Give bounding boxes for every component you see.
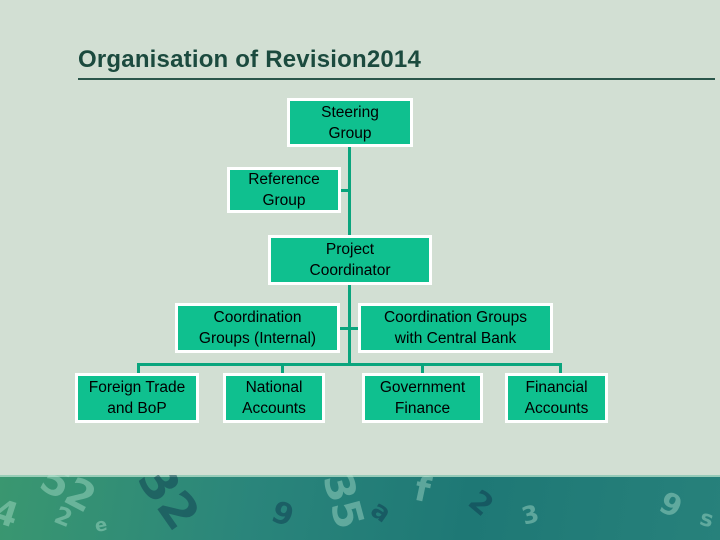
node-label: Finance (394, 400, 451, 417)
texture-glyph: a (364, 494, 397, 530)
node-label: Group (328, 124, 372, 142)
connector-drop-national (281, 366, 284, 374)
texture-glyph: f (411, 475, 434, 512)
title-underline (78, 78, 715, 80)
org-node-coordination-groups-central-bank: Coordination Groups with Central Bank (358, 303, 553, 353)
node-label: Group (262, 192, 306, 209)
org-node-coordination-groups-internal: Coordination Groups (Internal) (175, 303, 340, 353)
connector-reference-stub (341, 189, 349, 192)
node-label: National (245, 379, 303, 396)
page-title: Organisation of Revision2014 (78, 46, 422, 73)
node-label: and BoP (107, 400, 167, 417)
connector-coordination-stub (340, 327, 358, 330)
node-label: Coordinator (309, 262, 391, 279)
org-node-foreign-trade-bop: Foreign Trade and BoP (75, 373, 199, 423)
node-label: Foreign Trade (88, 379, 186, 396)
node-label: Financial (525, 379, 588, 396)
node-label: Reference (248, 171, 320, 188)
connector-bottom-horizontal (137, 363, 562, 366)
texture-glyph: 9 (653, 485, 688, 526)
texture-glyph: 3 (518, 499, 543, 531)
org-node-project-coordinator: Project Coordinator (268, 235, 432, 285)
org-node-reference-group: Reference Group (227, 167, 341, 213)
node-label: Coordination Groups (383, 309, 528, 326)
connector-drop-foreign-trade (137, 366, 140, 374)
footer-band-topline (0, 475, 720, 477)
org-node-steering-group: Steering Group (287, 98, 413, 147)
texture-glyph: 2 (50, 500, 77, 534)
texture-glyph: 9 (266, 494, 299, 535)
node-label: Steering (321, 103, 379, 121)
connector-drop-finacc (559, 366, 562, 374)
texture-glyph: e (93, 514, 109, 537)
texture-glyph: 32 (126, 475, 211, 540)
node-label: Groups (Internal) (198, 330, 317, 347)
node-label: Accounts (242, 400, 306, 417)
node-label: with Central Bank (394, 330, 517, 347)
connector-drop-govfin (421, 366, 424, 374)
texture-glyph: 2 (461, 483, 501, 524)
org-node-national-accounts: National Accounts (223, 373, 325, 423)
org-node-government-finance: Government Finance (362, 373, 483, 423)
node-label: Coordination (213, 309, 302, 326)
texture-glyph: 35 (313, 475, 373, 534)
node-label: Project (325, 241, 375, 258)
texture-glyph: 52 (32, 475, 104, 523)
org-node-financial-accounts: Financial Accounts (505, 373, 608, 423)
node-label: Government (379, 379, 466, 396)
texture-glyph: s (697, 505, 717, 534)
node-label: Accounts (524, 400, 589, 417)
texture-glyph: 4 (0, 491, 24, 537)
